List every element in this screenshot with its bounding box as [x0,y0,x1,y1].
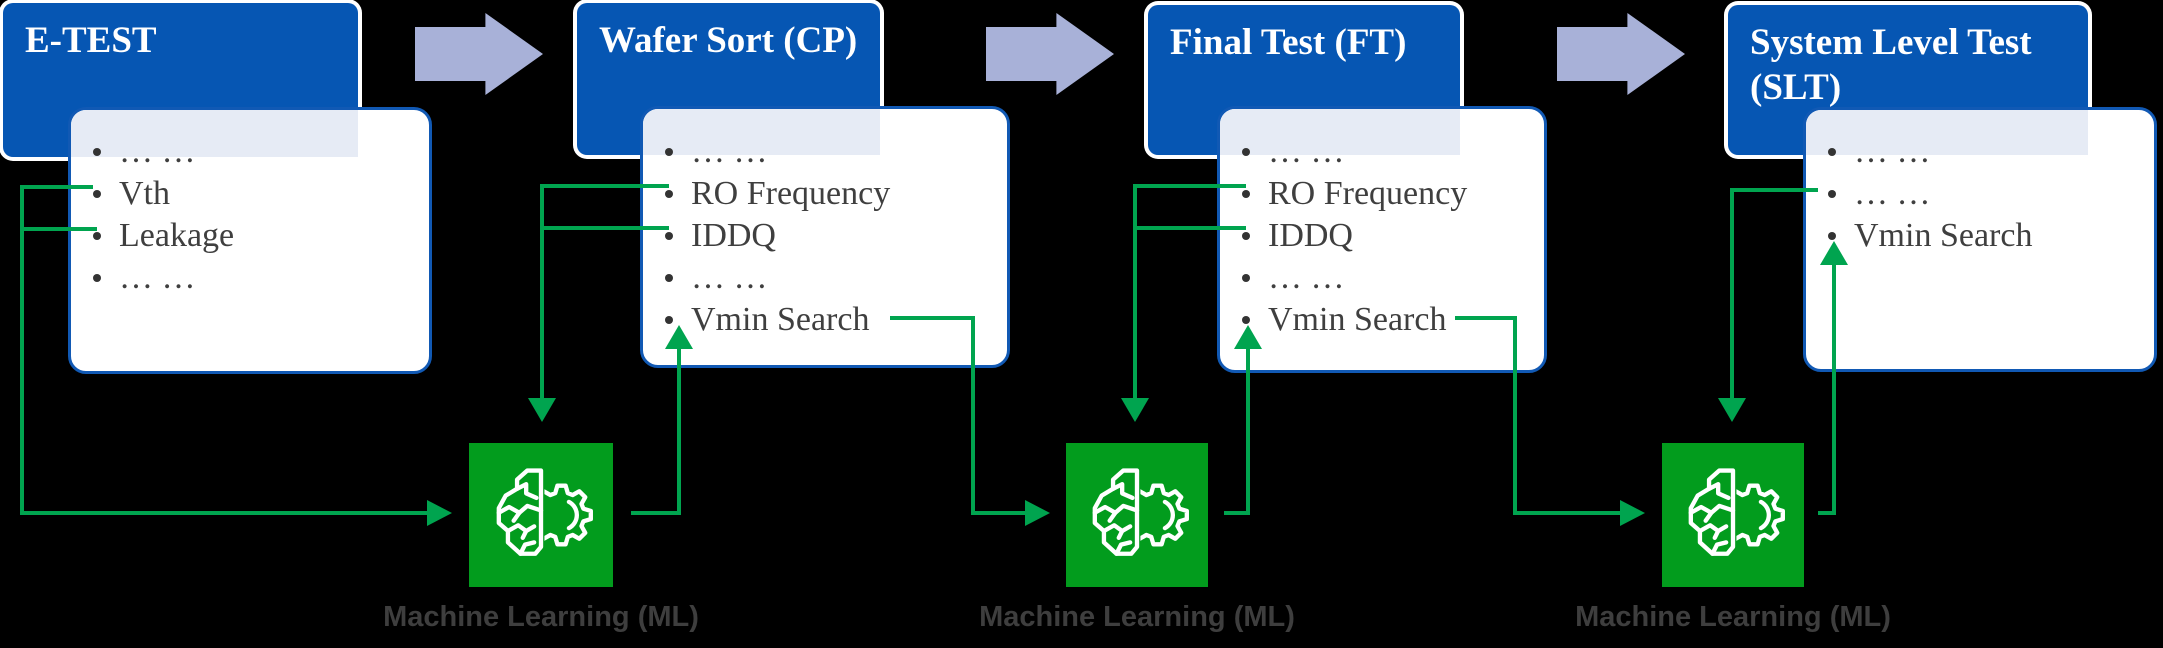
test-item: … … [71,257,429,299]
test-item: Vmin Search [1220,299,1544,341]
arrowhead-icon [1025,500,1050,526]
test-item: … … [643,131,1007,173]
test-item: … … [1220,131,1544,173]
test-item: IDDQ [1220,215,1544,257]
connector-line [1818,511,1836,515]
test-item: … … [1220,257,1544,299]
ml-node-label: Machine Learning (ML) [1575,601,1891,633]
connector-line [20,511,427,515]
stage-card-slt: … … … … Vmin Search [1803,107,2157,372]
connector-line [890,316,975,320]
stage-card-etest: … … Vth Leakage … … [68,107,432,374]
connector-line [1133,184,1137,398]
connector-line [631,511,677,515]
brain-gear-icon [1080,458,1194,572]
ml-node-box [1066,443,1208,587]
brain-gear-icon [484,458,598,572]
connector-line [1455,316,1517,320]
ml-node-box [469,443,613,587]
connector-line [1730,188,1734,398]
ml-node-label: Machine Learning (ML) [383,601,699,633]
test-item-list: … … RO Frequency IDDQ … … Vmin Search [643,131,1007,341]
arrowhead-icon [1620,500,1645,526]
test-item: … … [1806,173,2154,215]
stage-title: Final Test (FT) [1170,22,1407,63]
connector-line [1246,349,1250,515]
stage-card-wafer-sort: … … RO Frequency IDDQ … … Vmin Search [640,106,1010,368]
connector-line [540,226,669,230]
arrowhead-icon [427,500,452,526]
arrowhead-icon [528,398,556,422]
test-item: RO Frequency [1220,173,1544,215]
ml-node-label: Machine Learning (ML) [979,601,1295,633]
connector-line [540,184,544,398]
connector-line [1832,265,1836,515]
connector-line [1513,511,1620,515]
test-item: … … [71,131,429,173]
connector-line [971,316,975,515]
arrowhead-icon [665,325,693,349]
stage-title: Wafer Sort (CP) [599,20,858,61]
connector-line [1224,511,1246,515]
connector-line [20,185,24,515]
flow-arrow-icon [986,13,1114,95]
test-item-list: … … … … Vmin Search [1806,131,2154,257]
connector-line [1513,316,1517,515]
stage-header-slt: System Level Test (SLT) [1728,5,2088,155]
arrowhead-icon [1234,325,1262,349]
connector-line [20,227,97,231]
flow-arrow-icon [1557,13,1685,95]
arrowhead-icon [1121,398,1149,422]
test-item: Vth [71,173,429,215]
connector-line [540,184,669,188]
test-item: … … [1806,131,2154,173]
test-item: … … [643,257,1007,299]
stage-title: System Level Test (SLT) [1750,22,2032,109]
test-item: Vmin Search [1806,215,2154,257]
test-item-list: … … RO Frequency IDDQ … … Vmin Search [1220,131,1544,341]
test-item: RO Frequency [643,173,1007,215]
connector-line [677,349,681,515]
connector-line [1730,188,1818,192]
connector-line [1133,226,1246,230]
test-item: IDDQ [643,215,1007,257]
test-item: Vmin Search [643,299,1007,341]
connector-line [1133,184,1246,188]
arrowhead-icon [1718,398,1746,422]
brain-gear-icon [1676,458,1790,572]
stage-title: E-TEST [25,20,157,61]
stage-card-final-test: … … RO Frequency IDDQ … … Vmin Search [1217,106,1547,373]
test-item-list: … … Vth Leakage … … [71,131,429,299]
arrowhead-icon [1820,241,1848,265]
connector-line [20,185,93,189]
connector-line [971,511,1025,515]
ml-node-box [1662,443,1804,587]
test-item: Leakage [71,215,429,257]
flow-arrow-icon [415,13,543,95]
